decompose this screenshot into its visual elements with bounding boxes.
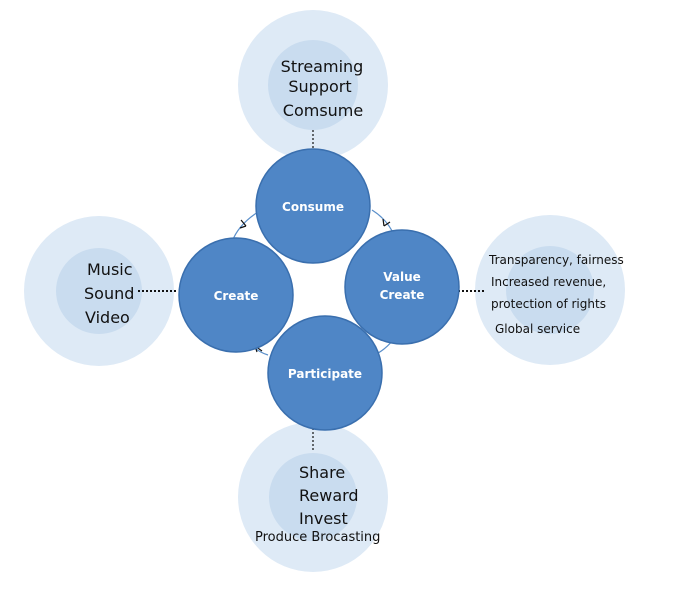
arrowhead-2 — [382, 218, 391, 227]
top-text-2: Support — [288, 77, 352, 96]
right-text-3: protection of rights — [491, 297, 606, 311]
node-value-create-label: Value Create — [380, 268, 425, 304]
bottom-text-3: Invest — [299, 509, 348, 528]
node-create-label: Create — [213, 289, 259, 303]
right-text-1: Transparency, fairness — [489, 253, 624, 267]
bottom-text-2: Reward — [299, 486, 359, 505]
dotted-connectors — [138, 130, 486, 452]
bottom-text-1: Share — [299, 463, 346, 482]
left-halo — [24, 216, 174, 366]
right-text-2: Increased revenue, — [491, 275, 607, 289]
node-consume — [255, 148, 371, 264]
top-halo — [238, 10, 388, 160]
right-text-4: Global service — [495, 322, 581, 336]
top-text-1: Streaming — [280, 57, 364, 76]
node-participate — [267, 315, 383, 431]
left-text-1: Music — [87, 260, 133, 279]
bottom-halo — [238, 422, 388, 572]
right-halo — [475, 215, 625, 365]
left-text-2: Sound — [84, 284, 135, 303]
arrowhead-1 — [239, 219, 247, 229]
node-value-create — [344, 229, 460, 345]
node-create — [178, 237, 294, 353]
node-consume-label: Consume — [282, 200, 344, 214]
top-text-3: Comsume — [282, 101, 364, 120]
node-value-create-line2: Create — [379, 288, 425, 302]
bottom-text-4: Produce Brocasting — [255, 530, 381, 545]
node-participate-label: Participate — [287, 367, 363, 381]
left-text-3: Video — [85, 308, 130, 327]
node-value-create-line1: Value — [383, 270, 421, 284]
